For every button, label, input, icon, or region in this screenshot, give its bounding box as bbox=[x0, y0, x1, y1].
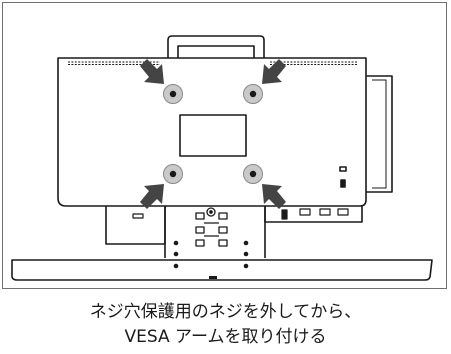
side-bracket bbox=[366, 75, 393, 193]
arrow-bottom-left bbox=[140, 184, 164, 209]
caption-line-2: VESA アームを取り付ける bbox=[124, 327, 327, 347]
arrow-top-left bbox=[140, 59, 164, 84]
center-recess bbox=[179, 114, 247, 157]
arrow-bottom-right bbox=[262, 184, 286, 209]
instruction-caption: ネジ穴保護用のネジを外してから、 VESA アームを取り付ける bbox=[0, 300, 451, 350]
diagram-frame bbox=[2, 2, 447, 289]
caption-line-1: ネジ穴保護用のネジを外してから、 bbox=[89, 302, 362, 322]
port-icons bbox=[132, 208, 349, 220]
carry-handle-inner bbox=[177, 45, 255, 58]
vent-slots bbox=[68, 61, 358, 65]
carry-handle bbox=[167, 35, 265, 58]
stand-mount-holes bbox=[195, 207, 228, 247]
port-housing bbox=[105, 206, 363, 245]
stand-dots bbox=[173, 240, 249, 269]
vesa-screw-bottom-right bbox=[243, 164, 263, 184]
stand-base bbox=[11, 259, 433, 281]
lock-slot-icon bbox=[339, 166, 347, 188]
vesa-screw-top-right bbox=[243, 84, 263, 104]
vesa-screw-bottom-left bbox=[163, 164, 183, 184]
monitor-back-panel bbox=[57, 57, 367, 207]
vesa-screw-top-left bbox=[163, 84, 183, 104]
stand-neck bbox=[164, 206, 266, 258]
arrow-top-right bbox=[262, 59, 286, 84]
monitor-rear-diagram bbox=[11, 35, 433, 281]
